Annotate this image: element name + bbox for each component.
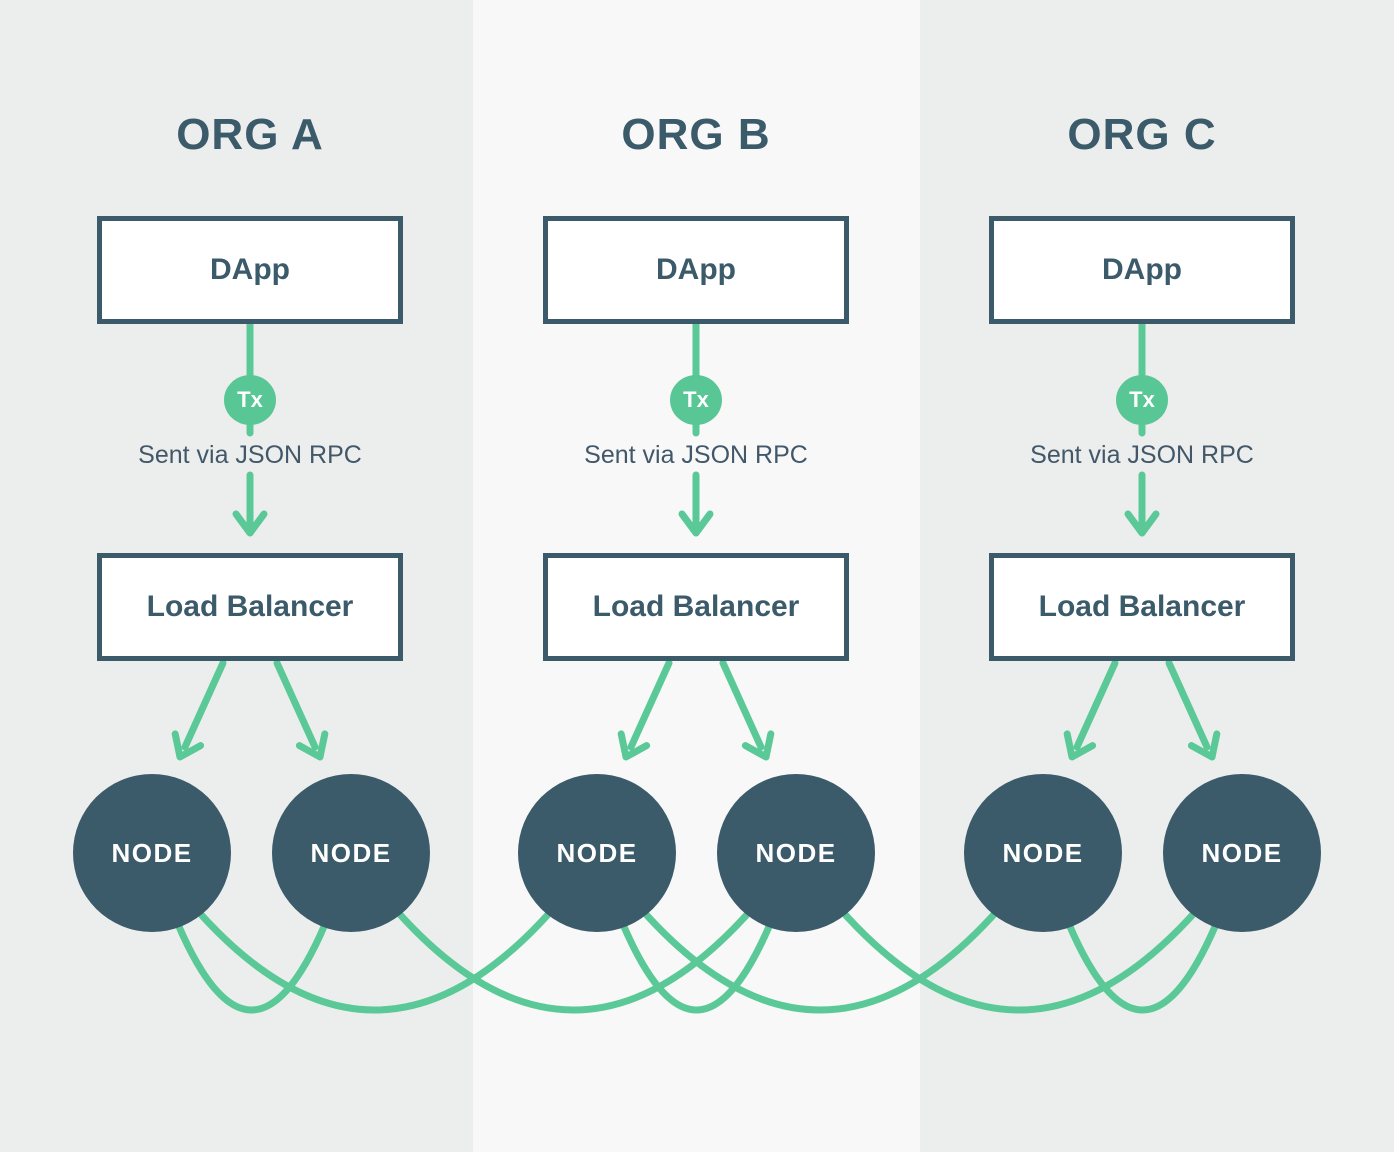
lb-to-node-arrow-shaft: [627, 659, 673, 751]
org-c-connectors: [1063, 320, 1221, 761]
node-mesh-curve-a1-b1: [148, 849, 601, 1014]
lb-to-node-arrowhead-icon: [1187, 730, 1221, 761]
tx-label: Tx: [683, 387, 709, 412]
org-a-load-balancer-box: Load Balancer: [97, 553, 403, 661]
json-rpc-arrowhead-icon: [1124, 510, 1160, 537]
node-label: NODE: [1201, 837, 1283, 868]
lb-to-node-arrowhead-icon: [1063, 730, 1097, 761]
node-label: NODE: [111, 837, 193, 868]
org-c-load-balancer-box: Load Balancer: [989, 553, 1295, 661]
tx-label: Tx: [1129, 387, 1155, 412]
lb-to-node-arrow-shaft: [273, 659, 319, 751]
org-c-title: ORG C: [1067, 110, 1217, 159]
node-label: NODE: [556, 837, 638, 868]
org-a-node-1: NODE: [73, 774, 231, 932]
org-a-node-2: NODE: [272, 774, 430, 932]
load-balancer-label: Load Balancer: [146, 590, 354, 623]
org-b-rpc-caption: Sent via JSON RPC: [584, 441, 808, 469]
lb-to-node-arrowhead-icon: [741, 730, 775, 761]
lb-to-node-arrow-shaft: [1165, 659, 1211, 751]
lb-to-node-arrow-shaft: [181, 659, 227, 751]
load-balancer-label: Load Balancer: [592, 590, 800, 623]
tx-label: Tx: [237, 387, 263, 412]
org-a-dapp-box: DApp: [97, 216, 403, 324]
org-b-tx-badge: Tx: [670, 375, 722, 425]
lb-to-node-arrow-shaft: [1073, 659, 1119, 751]
node-label: NODE: [1002, 837, 1084, 868]
dapp-label: DApp: [210, 253, 290, 286]
node-mesh-curve-b1-c1: [593, 849, 1047, 1014]
org-c-tx-badge: Tx: [1116, 375, 1168, 425]
json-rpc-arrowhead-icon: [232, 510, 268, 537]
dapp-label: DApp: [656, 253, 736, 286]
org-b-node-2: NODE: [717, 774, 875, 932]
org-b-load-balancer-box: Load Balancer: [543, 553, 849, 661]
org-b-title: ORG B: [621, 110, 771, 159]
org-c-rpc-caption: Sent via JSON RPC: [1030, 441, 1254, 469]
node-mesh-curve-b2-c2: [792, 849, 1246, 1014]
json-rpc-arrowhead-icon: [678, 510, 714, 537]
org-b-dapp-box: DApp: [543, 216, 849, 324]
dapp-label: DApp: [1102, 253, 1182, 286]
org-c-node-1: NODE: [964, 774, 1122, 932]
lb-to-node-arrowhead-icon: [617, 730, 651, 761]
org-c-node-2: NODE: [1163, 774, 1321, 932]
load-balancer-label: Load Balancer: [1038, 590, 1246, 623]
node-label: NODE: [310, 837, 392, 868]
lb-to-node-arrow-shaft: [719, 659, 765, 751]
lb-to-node-arrowhead-icon: [295, 730, 329, 761]
org-b-node-1: NODE: [518, 774, 676, 932]
org-a-tx-badge: Tx: [224, 375, 276, 425]
org-a-title: ORG A: [176, 110, 324, 159]
org-a-rpc-caption: Sent via JSON RPC: [138, 441, 362, 469]
node-mesh-curve-a2-b2: [347, 849, 800, 1014]
org-c-dapp-box: DApp: [989, 216, 1295, 324]
node-mesh: [148, 849, 1246, 1014]
node-label: NODE: [755, 837, 837, 868]
lb-to-node-arrowhead-icon: [171, 730, 205, 761]
